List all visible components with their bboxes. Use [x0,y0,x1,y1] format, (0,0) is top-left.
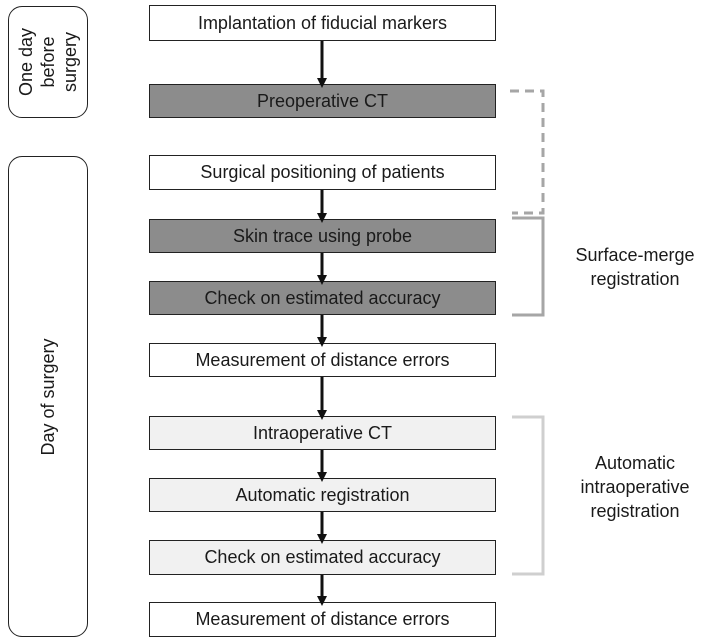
step-measurement-1: Measurement of distance errors [149,343,496,377]
step-intraoperative-ct: Intraoperative CT [149,416,496,450]
surface-merge-line-1: Surface-merge [575,245,695,265]
surface-merge-label: Surface-merge registration [560,243,708,291]
step-skin-trace: Skin trace using probe [149,219,496,253]
step-check-accuracy-1: Check on estimated accuracy [149,281,496,315]
phase-day-of-surgery: Day of surgery [8,156,88,637]
automatic-line-3: registration [590,501,680,521]
automatic-line-1: Automatic [594,453,676,473]
step-surgical-positioning: Surgical positioning of patients [149,155,496,190]
automatic-line-2: intraoperative [580,477,690,497]
step-preoperative-ct: Preoperative CT [149,84,496,118]
automatic-bracket [512,415,545,576]
step-measurement-2: Measurement of distance errors [149,602,496,637]
surface-merge-line-2: registration [590,269,680,289]
dashed-bracket-preop-to-skin [510,89,545,215]
step-check-accuracy-2: Check on estimated accuracy [149,540,496,575]
step-implantation: Implantation of fiducial markers [149,5,496,41]
phase-before-surgery: One day before surgery [8,6,88,118]
step-automatic-registration: Automatic registration [149,478,496,512]
surface-merge-bracket [512,216,545,317]
automatic-registration-label: Automatic intraoperative registration [560,451,708,523]
